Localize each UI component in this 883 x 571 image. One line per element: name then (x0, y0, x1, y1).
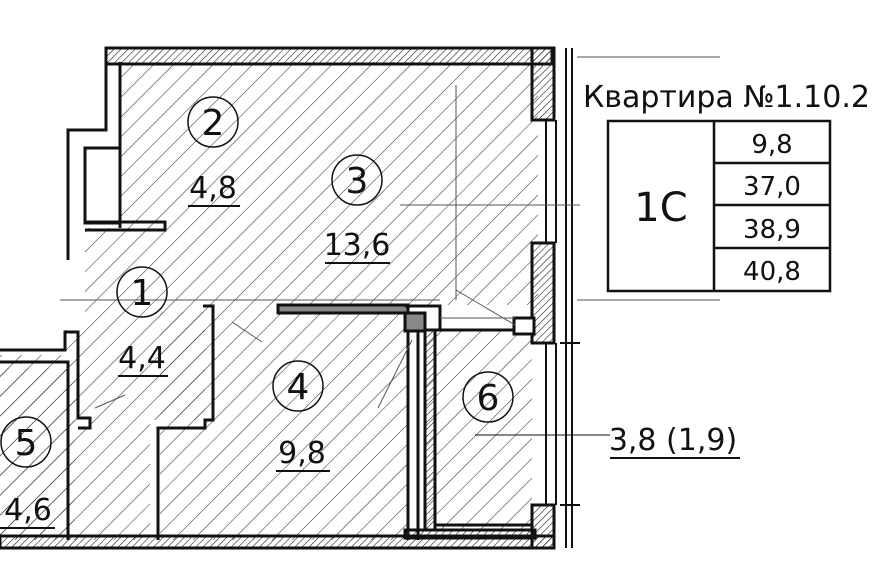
room-number-6: 6 (477, 378, 500, 419)
room-area-4: 9,8 (278, 436, 326, 471)
room-number-4: 4 (287, 367, 310, 408)
room-number-5: 5 (15, 423, 38, 464)
room-area-2: 4,8 (189, 171, 237, 206)
interior-walls (0, 48, 537, 540)
room-area-6: 3,8 (1,9) (609, 423, 737, 458)
summary-cell-3: 38,9 (743, 215, 801, 245)
summary-cell-4: 40,8 (743, 257, 801, 287)
room-number-2: 2 (202, 103, 225, 144)
room-numbers: 1 2 3 4 5 6 (15, 103, 500, 464)
room-number-1: 1 (131, 273, 154, 314)
room-area-1: 4,4 (118, 341, 166, 376)
room-area-5: 4,6 (4, 493, 52, 528)
summary-cell-1: 9,8 (751, 130, 792, 160)
room-areas: 4,4 4,8 13,6 9,8 4,6 3,8 (1,9) (4, 171, 737, 528)
summary-cell-2: 37,0 (743, 172, 801, 202)
apartment-title: Квартира №1.10.2 (583, 80, 870, 115)
windows (545, 48, 580, 548)
room-number-3: 3 (346, 161, 369, 202)
area-underlines (0, 205, 740, 529)
floor-hatching (0, 62, 538, 540)
thin-lines (60, 56, 720, 409)
apartment-type: 1С (634, 185, 687, 231)
room-circles (0, 96, 514, 468)
room-area-3: 13,6 (324, 228, 391, 263)
exterior-walls (0, 46, 556, 550)
summary-table (606, 119, 832, 293)
